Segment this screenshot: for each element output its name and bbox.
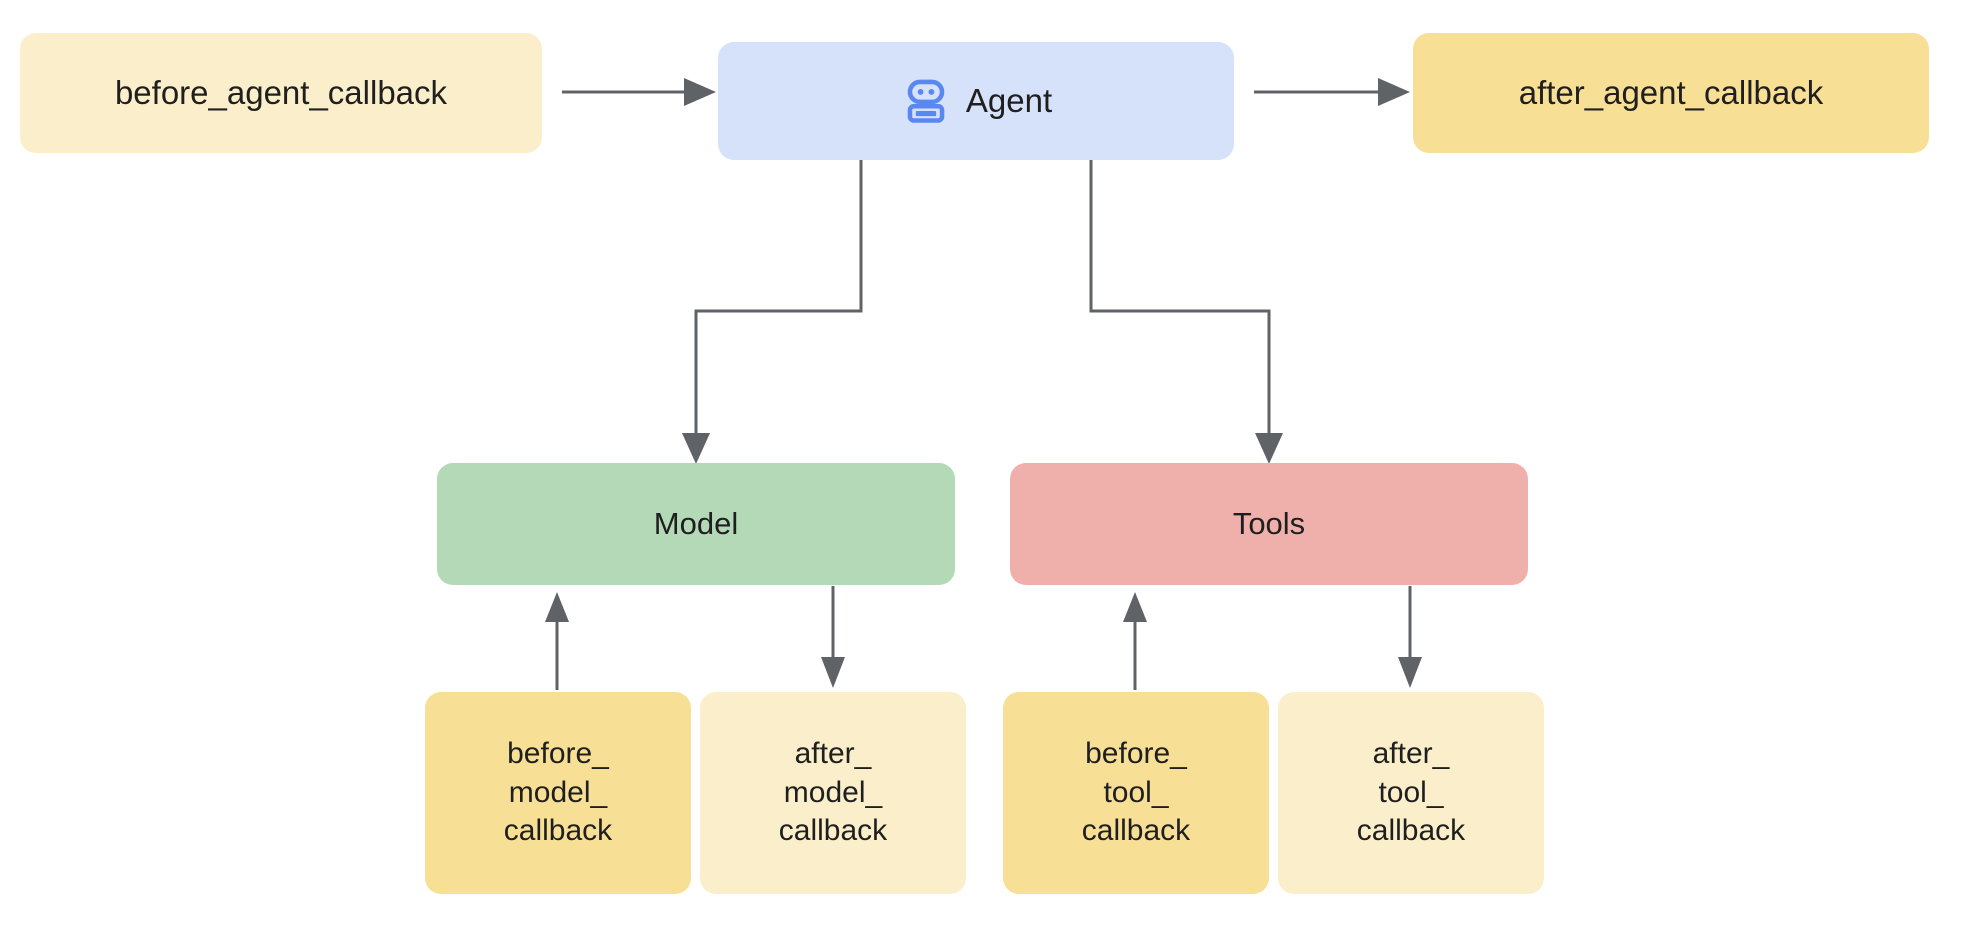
node-model[interactable]: Model: [437, 463, 955, 585]
node-after-agent-callback[interactable]: after_agent_callback: [1413, 33, 1929, 153]
node-tools[interactable]: Tools: [1010, 463, 1528, 585]
node-model-label: Model: [653, 506, 739, 542]
robot-icon: [907, 79, 945, 123]
node-after-tool-callback[interactable]: after_ tool_ callback: [1278, 692, 1544, 894]
node-after-tool-callback-label: after_ tool_ callback: [1356, 737, 1466, 848]
edge-before-agent-to-agent: [562, 78, 716, 106]
node-after-agent-callback-label: after_agent_callback: [1518, 73, 1824, 111]
edge-tools-to-after-tool: [1398, 586, 1422, 688]
node-after-model-callback-label: after_ model_ callback: [778, 737, 888, 848]
edge-model-to-after-model: [821, 586, 845, 688]
node-before-agent-callback-label: before_agent_callback: [114, 73, 448, 111]
node-before-model-callback-label: before_ model_ callback: [503, 737, 613, 848]
node-before-tool-callback[interactable]: before_ tool_ callback: [1003, 692, 1269, 894]
node-before-model-callback[interactable]: before_ model_ callback: [425, 692, 691, 894]
edge-agent-to-after-agent: [1254, 78, 1410, 106]
node-agent-label: Agent: [965, 81, 1053, 119]
node-before-tool-callback-label: before_ tool_ callback: [1081, 737, 1191, 848]
edge-before-tool-to-tools: [1123, 592, 1147, 690]
node-before-agent-callback[interactable]: before_agent_callback: [20, 33, 542, 153]
node-tools-label: Tools: [1232, 506, 1306, 542]
edge-agent-to-model: [682, 160, 863, 464]
edge-agent-to-tools: [1089, 160, 1283, 464]
edge-before-model-to-model: [545, 592, 569, 690]
node-agent[interactable]: Agent: [718, 42, 1234, 160]
node-after-model-callback[interactable]: after_ model_ callback: [700, 692, 966, 894]
